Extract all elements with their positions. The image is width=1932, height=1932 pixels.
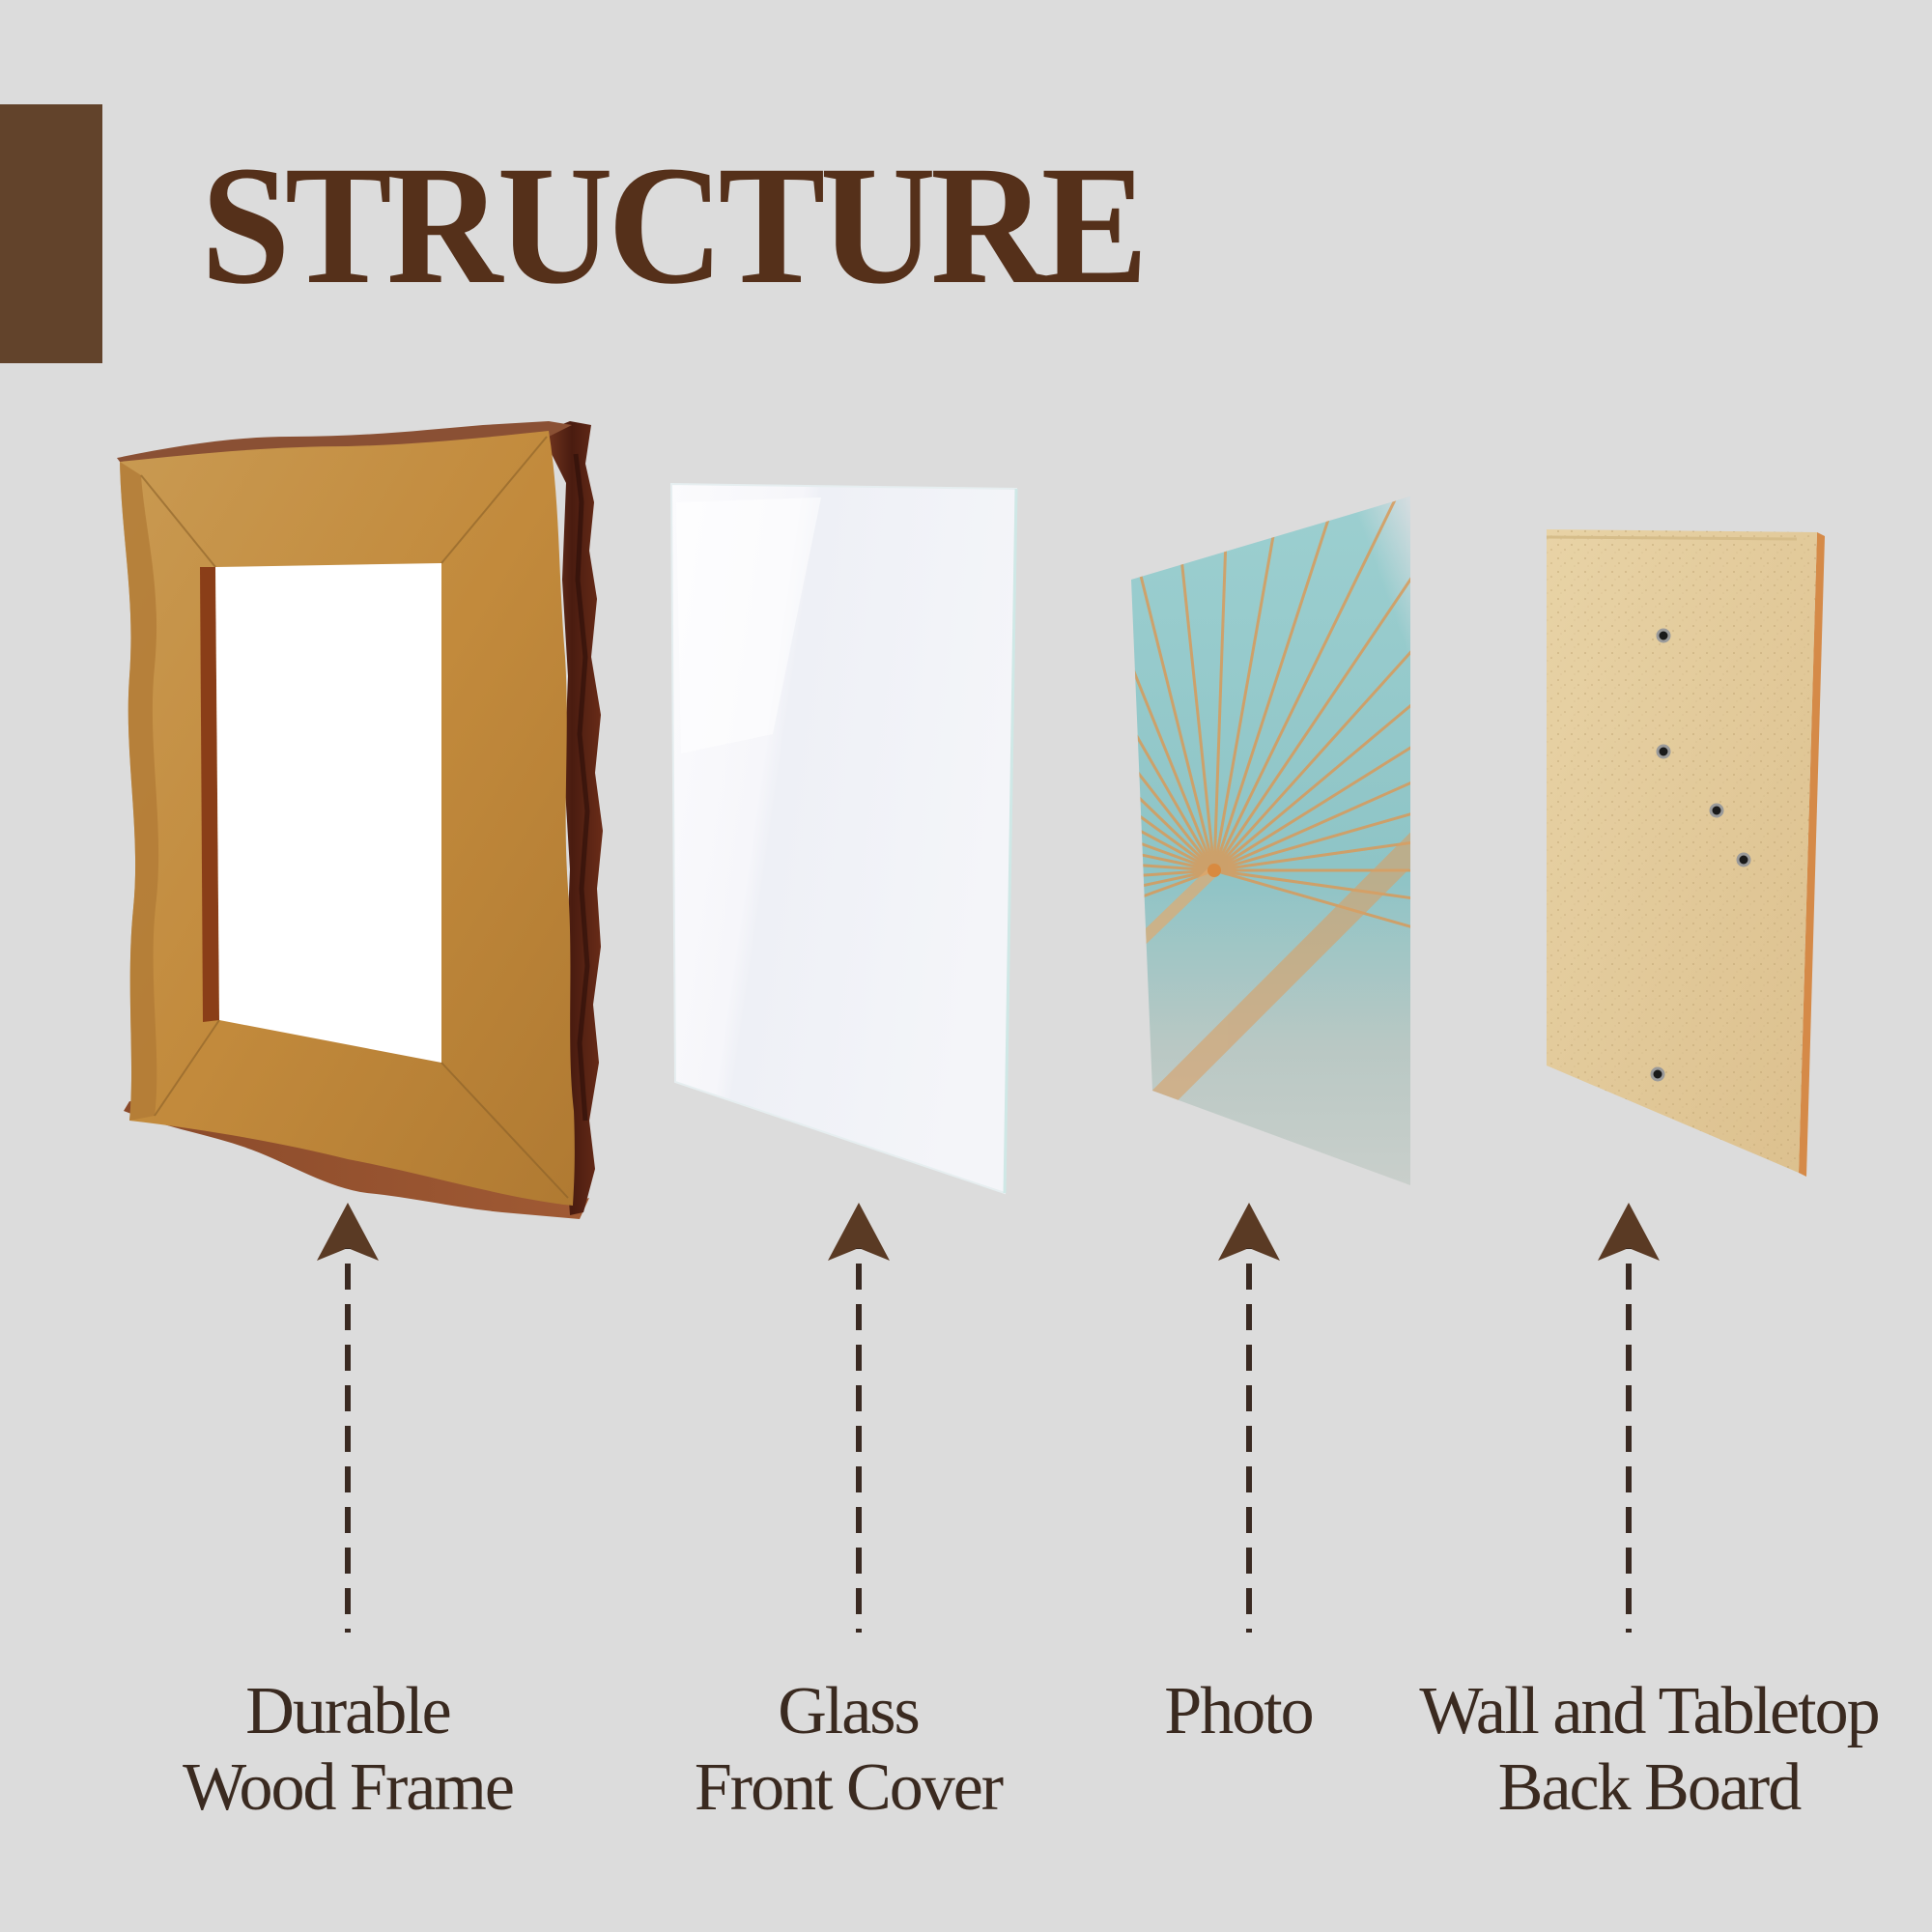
back-board-image <box>1546 529 1825 1177</box>
label-wood-frame: Durable Wood Frame <box>183 1674 515 1825</box>
arrow-head-icon <box>1218 1203 1280 1261</box>
arrow-glass <box>828 1203 890 1633</box>
arrow-photo <box>1218 1203 1280 1633</box>
arrows-group <box>317 1203 1660 1633</box>
arrow-head-icon <box>317 1203 379 1261</box>
label-photo: Photo <box>1164 1674 1314 1748</box>
label-back-board: Wall and Tabletop Back Board <box>1419 1674 1880 1825</box>
arrow-frame <box>317 1203 379 1633</box>
arrow-head-icon <box>828 1203 890 1261</box>
page-title: STRUCTURE <box>201 131 1149 320</box>
dandelion-photo-image <box>1131 497 1410 1185</box>
arrow-head-icon <box>1598 1203 1660 1261</box>
accent-bar <box>0 104 102 363</box>
hanging-holes <box>1650 628 1751 1082</box>
glass-panel-image <box>669 482 1018 1195</box>
label-glass-front-cover: Glass Front Cover <box>694 1674 1004 1825</box>
wood-frame-image <box>117 421 603 1219</box>
arrow-backboard <box>1598 1203 1660 1633</box>
